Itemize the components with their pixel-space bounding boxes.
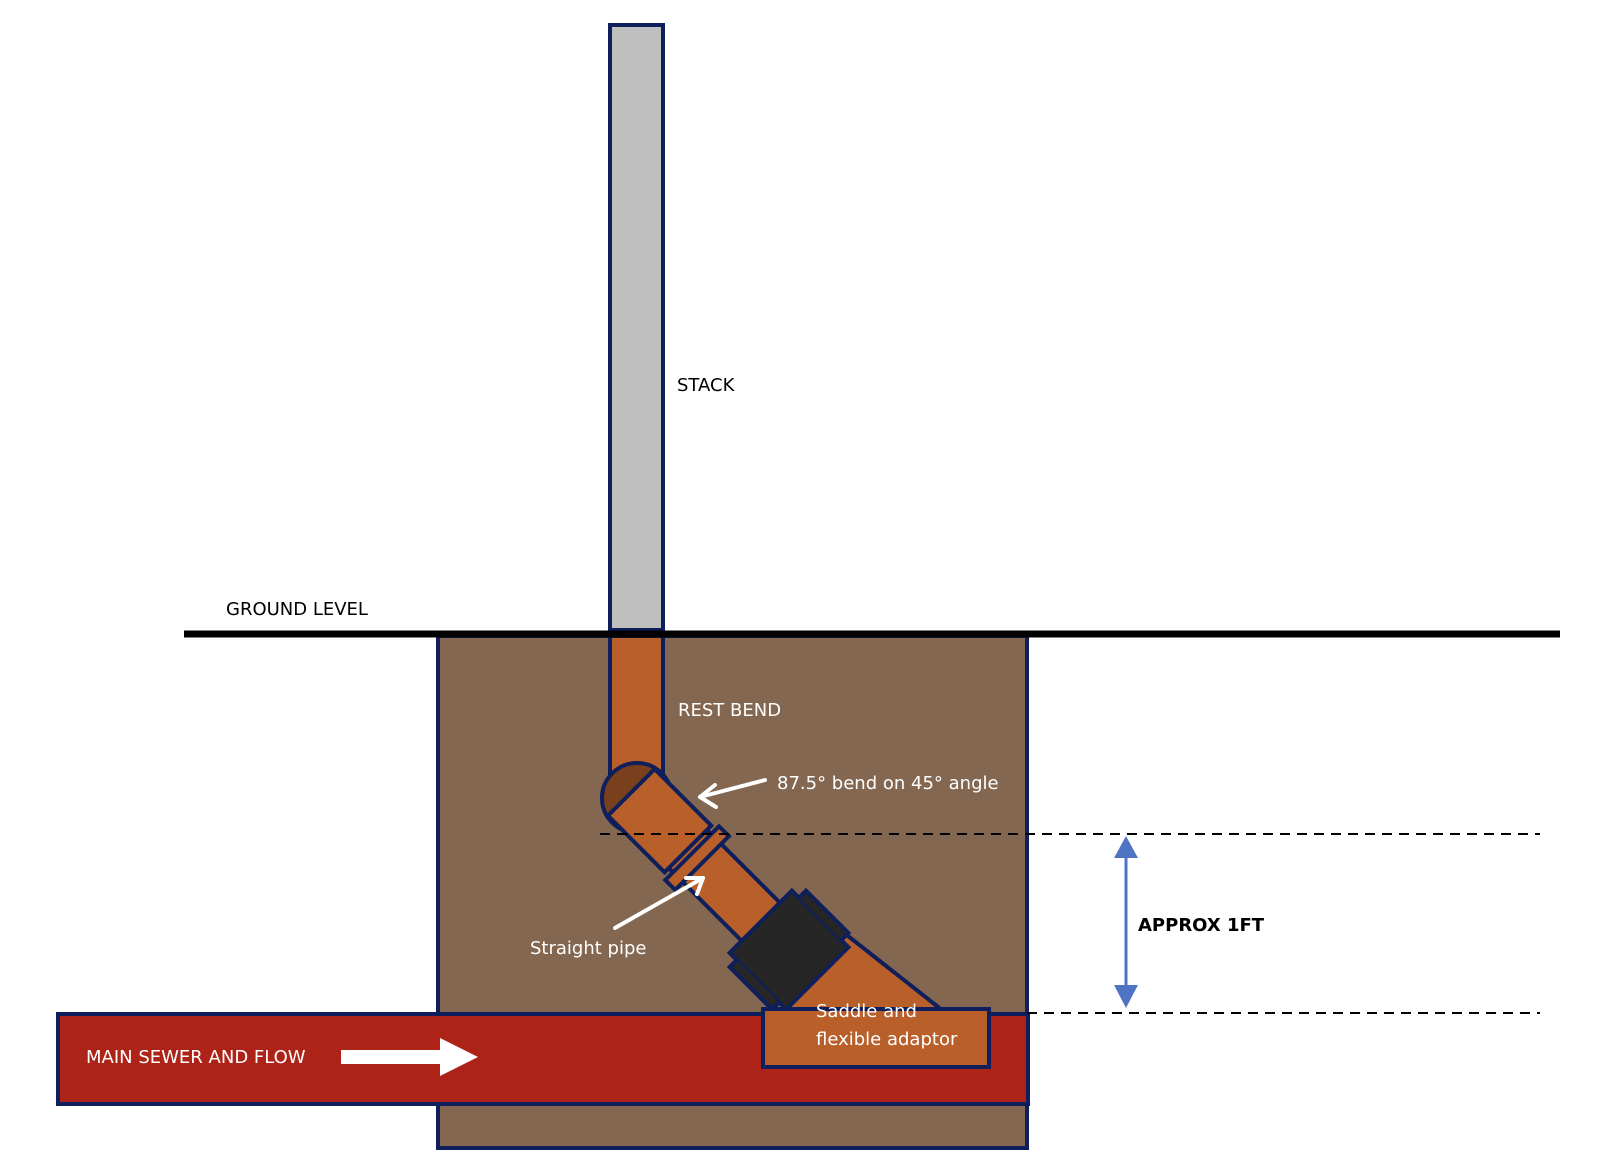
saddle-label-line1: Saddle and [816, 1001, 917, 1022]
straight-pipe-pointer-arrow-icon [613, 876, 705, 930]
saddle-label-line2: flexible adaptor [816, 1029, 958, 1050]
bend-spigot [605, 766, 715, 876]
main-sewer-label: MAIN SEWER AND FLOW [86, 1047, 306, 1068]
stack-label: STACK [677, 375, 736, 396]
rest-bend-label: REST BEND [678, 700, 781, 721]
bend-pointer-arrow-icon [698, 778, 767, 809]
flexible-coupling [726, 887, 852, 1013]
stack-pipe [608, 23, 665, 632]
saddle-base [761, 1007, 991, 1069]
approx-depth-label: APPROX 1FT [1138, 915, 1265, 936]
ground-level-label: GROUND LEVEL [226, 599, 368, 620]
bend-note-label: 87.5° bend on 45° angle [777, 773, 999, 794]
pipe-collar [662, 823, 732, 893]
flow-arrow-icon [341, 1038, 478, 1076]
straight-pipe-label: Straight pipe [530, 938, 646, 959]
dimension-arrow-icon [1114, 836, 1138, 1008]
